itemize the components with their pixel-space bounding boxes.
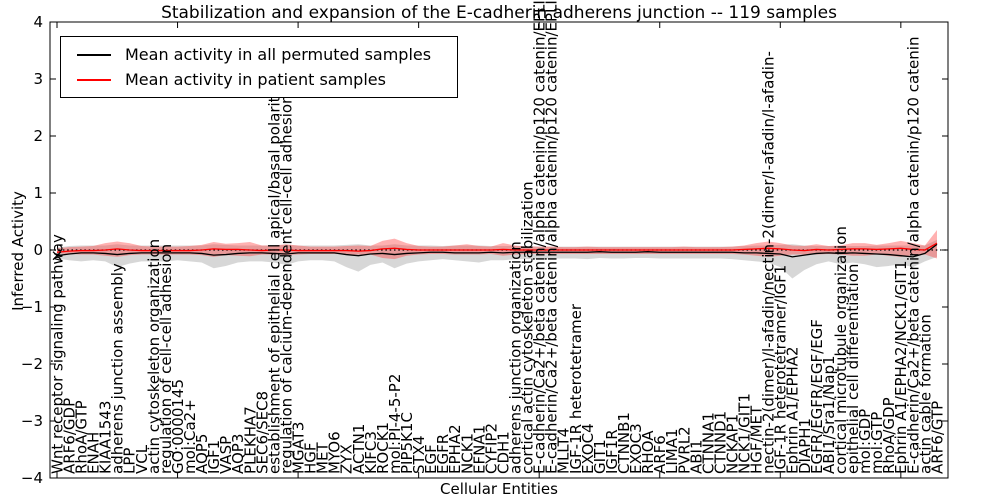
x-tick-label: ARF6/GDP xyxy=(60,398,78,474)
legend-entry-permuted: Mean activity in all permuted samples xyxy=(61,45,457,64)
x-tick-label: E-cadherin/Ca2+/beta catenin/alpha caten… xyxy=(531,0,549,474)
x-tick-label: mol:PI-4-5-P2 xyxy=(386,374,404,474)
x-tick-label: LPP xyxy=(121,448,139,474)
x-tick-label: adherens junction assembly xyxy=(109,263,127,474)
x-tick-label: VCL xyxy=(133,444,151,474)
x-tick-label: regulation of calcium-dependent cell-cel… xyxy=(277,94,295,474)
x-tick-label: RhoA/GDP xyxy=(880,397,898,474)
x-tick-label: AQP5 xyxy=(193,434,211,474)
x-tick-label: KIAA1543 xyxy=(97,401,115,474)
x-tick-label: mol:Ca2+ xyxy=(181,399,199,474)
x-tick-label: HGF xyxy=(302,442,320,474)
x-tick-label: HGF/MET xyxy=(748,405,766,474)
x-tick-label: EFNA1 xyxy=(470,425,488,474)
x-axis-title: Cellular Entities xyxy=(440,480,558,498)
x-tick-label: actin cable formation xyxy=(916,314,934,474)
y-tick-label: −3 xyxy=(21,412,43,430)
x-tick-label: ARF6/GTP xyxy=(928,401,946,474)
mean-activity-in-patient-samples-line xyxy=(56,242,938,253)
x-tick-label: cortical microtubule organization xyxy=(832,226,850,474)
y-tick-label: −4 xyxy=(21,469,43,487)
legend-line-black xyxy=(77,53,111,56)
x-tick-label: mol:GTP xyxy=(868,412,886,474)
x-tick-label: EGFR xyxy=(434,434,452,474)
x-tick-label: RhoA/GTP xyxy=(73,400,91,474)
x-tick-label: E-cadherin/Ca2+/beta catenin/alpha caten… xyxy=(543,0,561,474)
mean-activity-in-all-permuted-samples-line xyxy=(56,243,938,258)
chart-title: Stabilization and expansion of the E-cad… xyxy=(161,3,837,23)
legend: Mean activity in all permuted samples Me… xyxy=(60,36,458,98)
x-tick-label: IGF1R xyxy=(603,429,621,474)
x-tick-label: EXOC3 xyxy=(627,423,645,474)
x-tick-label: IGF1 xyxy=(205,440,223,474)
x-tick-label: ACTN1 xyxy=(350,424,368,474)
x-tick-label: EPHA2 xyxy=(446,424,464,474)
y-tick-label: 4 xyxy=(33,13,43,31)
x-tick-label: AQP3 xyxy=(229,434,247,474)
x-tick-label: CTNNB1 xyxy=(615,412,633,474)
y-tick-label: 1 xyxy=(33,184,43,202)
x-tick-label: NCK1/GIT1 xyxy=(736,393,754,474)
x-tick-label: MYO6 xyxy=(326,431,344,474)
x-tick-label: CTNND1 xyxy=(711,411,729,474)
legend-label: Mean activity in patient samples xyxy=(125,70,386,89)
legend-label: Mean activity in all permuted samples xyxy=(125,45,432,64)
x-tick-label: NCK1 xyxy=(458,433,476,474)
x-tick-label: SEC6/SEC8 xyxy=(253,391,271,474)
x-tick-label: DIAPH1 xyxy=(796,418,814,474)
x-tick-label: Wnt receptor signaling pathway xyxy=(48,234,66,474)
x-tick-label: CTNNA1 xyxy=(699,412,717,474)
x-tick-label: IGF-1R heterotetramer/IGF1 xyxy=(772,265,790,474)
x-tick-label: NCKAP1 xyxy=(723,414,741,474)
x-tick-label: MLLT4 xyxy=(555,428,573,474)
x-tick-label: RHOA xyxy=(639,430,657,474)
x-tick-label: ZYX xyxy=(338,444,356,474)
x-tick-label: GIT1 xyxy=(591,439,609,474)
legend-entry-patient: Mean activity in patient samples xyxy=(61,70,457,89)
x-tick-label: VASP xyxy=(217,436,235,474)
y-tick-label: 2 xyxy=(33,127,43,145)
x-tick-label: ABI1 xyxy=(687,439,705,474)
x-tick-label: PLEKHA7 xyxy=(241,406,259,474)
y-tick-label: 0 xyxy=(33,241,43,259)
x-tick-label: CDH1 xyxy=(494,431,512,474)
x-tick-label: Ephrin A1/EPHA2/NCK1/GIT1 xyxy=(892,260,910,474)
x-tick-label: ENAH xyxy=(85,432,103,474)
x-tick-label: nectin-2(dimer)/l-afadin/nectin-2(dimer/… xyxy=(760,51,778,474)
x-tick-label: E-cadherin/Ca2+/beta catenin/alpha caten… xyxy=(904,37,922,474)
legend-line-red xyxy=(77,78,111,81)
x-tick-label: ROCK1 xyxy=(374,422,392,474)
x-tick-label: EGFR/EGFR/EGF/EGF xyxy=(808,319,826,474)
x-tick-label: adherens junction organization xyxy=(506,241,524,474)
x-tick-label: STX4 xyxy=(410,435,428,474)
x-tick-label: regulation of cell-cell adhesion xyxy=(157,244,175,474)
x-tick-label: MGAT3 xyxy=(289,422,307,474)
series-start-marker xyxy=(52,251,62,261)
x-tick-label: epithelial cell differentiation xyxy=(844,264,862,474)
x-tick-label: mol:GDP xyxy=(856,409,874,474)
x-tick-label: GO:0000145 xyxy=(169,379,187,474)
x-tick-label: CYFIP2 xyxy=(482,423,500,474)
y-tick-label: −2 xyxy=(21,355,43,373)
x-tick-label: PIP5K1C xyxy=(398,412,416,474)
x-tick-label: ABI1/Sra1/Nap1 xyxy=(820,355,838,474)
x-tick-label: MET xyxy=(314,442,332,474)
x-tick-label: ARF6 xyxy=(651,435,669,474)
y-tick-label: 3 xyxy=(33,70,43,88)
x-tick-label: PVRL2 xyxy=(675,426,693,474)
x-tick-label: LIMA1 xyxy=(663,428,681,474)
y-tick-label: −1 xyxy=(21,298,43,316)
x-tick-label: establishment of epithelial cell apical/… xyxy=(265,87,283,474)
x-tick-label: EXOC4 xyxy=(579,423,597,474)
x-tick-label: EGF xyxy=(422,444,440,474)
x-tick-label: KIFC3 xyxy=(362,431,380,474)
x-tick-label: Ephrin A1/EPHA2 xyxy=(784,346,802,474)
x-tick-label: cortical actin cytoskeleton stabilizatio… xyxy=(519,181,537,474)
x-tick-label: IGF-1R heterotetramer xyxy=(567,303,585,474)
x-tick-label: actin cytoskeleton organization xyxy=(145,239,163,474)
